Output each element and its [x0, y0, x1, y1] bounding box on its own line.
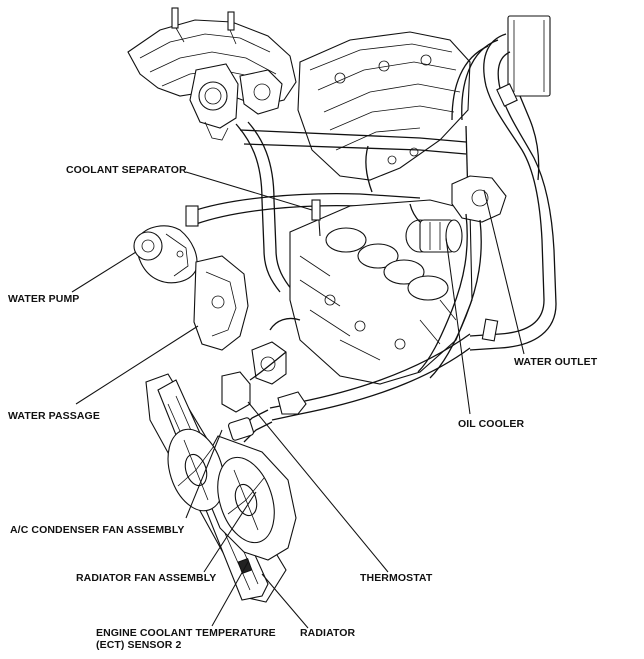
- leader-lines: [71, 171, 525, 629]
- label-thermostat: THERMOSTAT: [360, 572, 433, 584]
- label-ect-sensor-line1: ENGINE COOLANT TEMPERATURE: [96, 627, 276, 639]
- cylinder-head: [297, 31, 471, 181]
- water-pump: [133, 225, 198, 284]
- leader-ac-condenser-fan: [185, 429, 223, 519]
- label-ac-condenser-fan: A/C CONDENSER FAN ASSEMBLY: [10, 524, 185, 536]
- leader-radiator: [261, 573, 309, 629]
- label-coolant-separator: COOLANT SEPARATOR: [66, 164, 187, 176]
- label-radiator-fan: RADIATOR FAN ASSEMBLY: [76, 572, 217, 584]
- water-passage: [193, 255, 249, 351]
- label-radiator: RADIATOR: [300, 627, 356, 639]
- label-oil-cooler: OIL COOLER: [458, 418, 525, 430]
- label-ect-sensor-line2: (ECT) SENSOR 2: [96, 639, 182, 651]
- heater-hoses: [451, 15, 557, 351]
- leader-water-passage: [75, 325, 199, 405]
- leader-water-outlet: [483, 189, 525, 355]
- water-outlet: [417, 175, 507, 379]
- radiator-assembly: [145, 373, 297, 603]
- leader-water-pump: [71, 251, 137, 293]
- leader-radiator-fan: [203, 491, 257, 573]
- thermostat-housing: [221, 317, 307, 415]
- leader-coolant-separator: [185, 171, 313, 211]
- label-water-passage: WATER PASSAGE: [8, 410, 100, 422]
- intake-manifold: [127, 7, 297, 141]
- leader-oil-cooler: [445, 237, 471, 415]
- label-water-outlet: WATER OUTLET: [514, 356, 598, 368]
- bypass-hoses: [235, 121, 469, 293]
- leader-ect-sensor: [211, 561, 249, 627]
- oil-cooler: [405, 203, 463, 253]
- label-water-pump: WATER PUMP: [8, 293, 80, 305]
- leader-thermostat: [247, 401, 389, 573]
